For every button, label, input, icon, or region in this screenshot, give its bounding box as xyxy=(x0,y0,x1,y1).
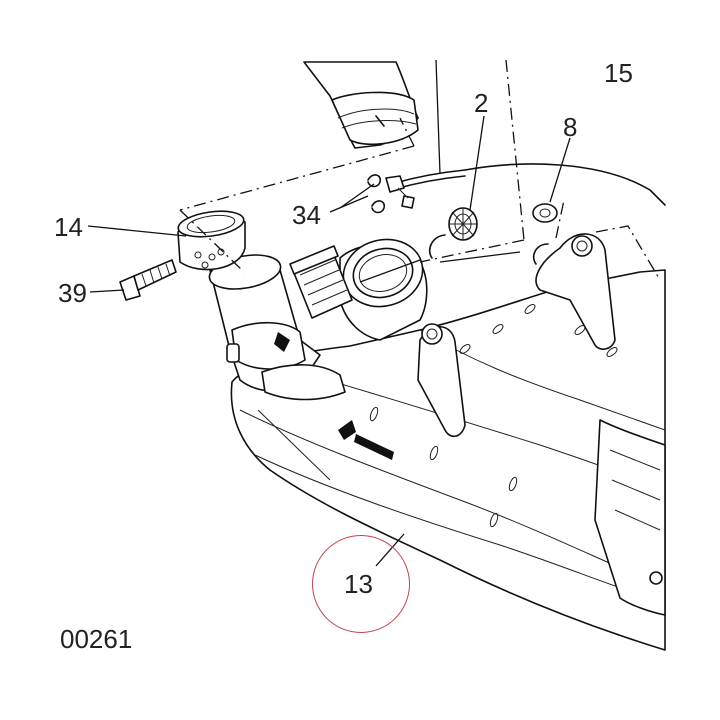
bolt xyxy=(119,259,177,301)
header-pipe xyxy=(303,61,419,149)
lambda-sensor-connector xyxy=(289,245,353,319)
inlet-collector xyxy=(339,238,428,341)
link-pipe xyxy=(208,254,346,401)
rubber-grommet xyxy=(448,207,478,241)
callout-14: 14 xyxy=(54,212,83,242)
highlight-circle xyxy=(312,535,410,633)
sensor-cable xyxy=(385,163,666,209)
callout-2: 2 xyxy=(474,88,489,118)
callout-8: 8 xyxy=(563,112,578,142)
leader-lines xyxy=(87,59,571,567)
drawing-reference-code: 00261 xyxy=(60,624,133,654)
callout-34: 34 xyxy=(292,200,321,230)
washer-nut xyxy=(532,203,558,223)
callout-15: 15 xyxy=(604,58,633,88)
mounting-bracket xyxy=(417,233,616,438)
assembly-lines xyxy=(179,59,661,281)
heat-shield xyxy=(594,419,666,616)
clip-fastener xyxy=(367,174,386,214)
spring-clip xyxy=(428,234,549,265)
brand-logo-mark xyxy=(338,420,394,460)
callout-13: 13 xyxy=(344,569,373,599)
callout-39: 39 xyxy=(58,278,87,308)
